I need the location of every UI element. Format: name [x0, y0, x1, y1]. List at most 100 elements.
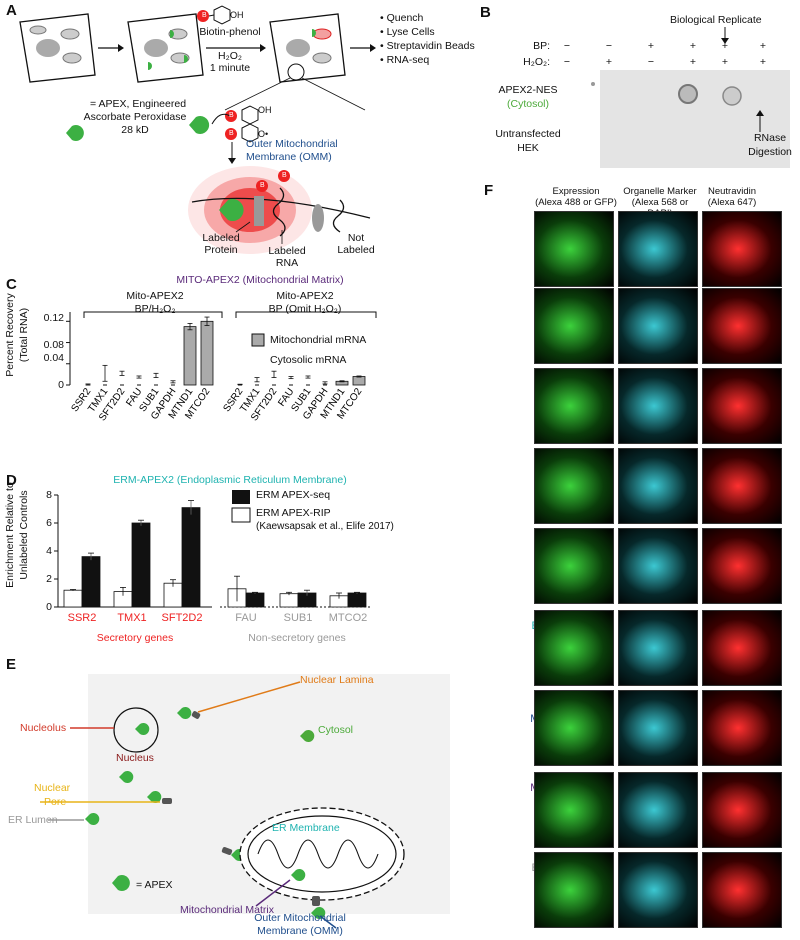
legend-mito-swatch: [251, 333, 265, 347]
e-cytosol-label: Cytosol: [318, 724, 354, 736]
bp-row-label: BP:: [533, 40, 550, 52]
bp-val-1: −: [563, 40, 571, 52]
c-tick-0: 0: [58, 379, 64, 391]
bp-val-3: +: [647, 40, 655, 52]
omm-label-1: Outer Mitochondrial: [246, 138, 338, 150]
panel-f-label: F: [484, 182, 494, 199]
micrograph-5-1: [618, 610, 698, 686]
c-tick-1: 0.04: [43, 352, 64, 364]
h2o2-val-2: +: [605, 56, 613, 68]
panel-d-label: D: [6, 472, 17, 489]
omm-label-2: Membrane (OMM): [246, 151, 332, 163]
e-nucleolus-label: Nucleolus: [20, 722, 67, 734]
micrograph-6-0: [534, 690, 614, 766]
panel-a-schematic: [19, 5, 376, 254]
d-bar-0-0: [63, 589, 83, 608]
micrograph-2-0: [534, 368, 614, 444]
panel-e-diagram: [40, 674, 450, 929]
micrograph-3-2: [702, 448, 782, 524]
dot-blot: [591, 27, 790, 168]
hek-label: HEK: [517, 142, 539, 154]
panel-b-label: B: [480, 4, 491, 21]
group1-label-a: Mito-APEX2: [126, 290, 184, 302]
secretory-genes-label: Secretory genes: [96, 632, 174, 644]
apex2-nes-label: APEX2-NES: [498, 84, 558, 96]
c-bar-0-7: [200, 320, 214, 386]
legend-seq-swatch: [232, 490, 250, 504]
apex-legend-2: Ascorbate Peroxidase: [83, 111, 187, 123]
e-apex-legend: = APEX: [136, 879, 173, 891]
micrograph-1-1: [618, 288, 698, 364]
h2o2-val-4: +: [689, 56, 697, 68]
micrograph-0-1: [618, 211, 698, 287]
not-labeled-label: Not Labeled: [337, 232, 375, 256]
micrograph-4-0: [534, 528, 614, 604]
d-bar-1-0: [81, 556, 101, 608]
cytosol-label-b: (Cytosol): [506, 98, 549, 110]
e-nuclear-lamina-label: Nuclear Lamina: [300, 674, 374, 686]
legend-apex-seq: ERM APEX-seq: [256, 489, 331, 501]
e-nuclear-pore-2: Pore: [44, 796, 67, 808]
micrograph-2-2: [702, 368, 782, 444]
micrograph-6-1: [618, 690, 698, 766]
h2o2-label-a: H₂O₂: [218, 50, 242, 62]
e-mito-matrix-label: Mitochondrial Matrix: [180, 904, 274, 916]
col-header-neutravidin: Neutravidin(Alexa 647): [707, 186, 757, 208]
d-bar-1-1: [131, 522, 151, 608]
h2o2-val-3: −: [647, 56, 655, 68]
d-tick-0: 0: [46, 601, 52, 613]
legend-cyto-mrna: Cytosolic mRNA: [270, 354, 347, 366]
e-er-membrane-label: ER Membrane: [272, 822, 340, 834]
micrograph-0-0: [534, 211, 614, 287]
micrograph-1-0: [534, 288, 614, 364]
c-tick-2: 0.08: [43, 339, 64, 351]
e-omm-label-2: Membrane (OMM): [257, 925, 343, 937]
d-bar-1-2: [181, 507, 201, 608]
nonsecretory-genes-label: Non-secretory genes: [248, 632, 346, 644]
panel-c-label: C: [6, 276, 17, 293]
bp-val-4: +: [689, 40, 697, 52]
d-xtick-2: SFT2D2: [162, 612, 203, 624]
oh-label: OH: [230, 10, 244, 20]
step-3: • Streptavidin Beads: [380, 40, 475, 52]
c-bar-0-6: [183, 326, 197, 386]
micrograph-4-2: [702, 528, 782, 604]
micrograph-0-2: [702, 211, 782, 287]
micrograph-5-0: [534, 610, 614, 686]
rnase-label: RNase: [753, 132, 787, 144]
micrograph-3-0: [534, 448, 614, 524]
apex-legend-3: 28 kD: [121, 124, 149, 136]
micrograph-7-1: [618, 772, 698, 848]
d-xtick-5: MTCO2: [329, 612, 368, 624]
group2-label-a: Mito-APEX2: [276, 290, 334, 302]
b-letter-4: B: [282, 172, 287, 179]
step-2: • Lyse Cells: [380, 26, 435, 38]
h2o2-val-6: +: [759, 56, 767, 68]
b-letter-3: B: [260, 182, 265, 189]
oh-label-2: OH: [258, 105, 272, 115]
panel-a-label: A: [6, 2, 17, 19]
h2o2-val-5: +: [721, 56, 729, 68]
reagent-label: Biotin-phenol: [199, 26, 261, 38]
c-bracket-2: [235, 311, 377, 318]
biological-replicate-label: Biological Replicate: [670, 14, 762, 26]
e-omm-label-1: Outer Mitochondrial: [254, 912, 346, 924]
panel-c-title: MITO-APEX2 (Mitochondrial Matrix): [176, 274, 344, 286]
bp-val-5: +: [721, 40, 729, 52]
labeled-protein-label: Labeled Protein: [202, 232, 240, 256]
digestion-label: Digestion: [748, 146, 792, 158]
micrograph-8-1: [618, 852, 698, 928]
bp-val-2: −: [605, 40, 613, 52]
micrograph-7-2: [702, 772, 782, 848]
d-tick-1: 2: [46, 573, 52, 585]
micrograph-7-0: [534, 772, 614, 848]
micrograph-8-0: [534, 852, 614, 928]
d-xtick-3: FAU: [235, 612, 256, 624]
micrograph-3-1: [618, 448, 698, 524]
time-label: 1 minute: [209, 62, 251, 74]
d-bar-0-4: [279, 593, 299, 608]
legend-apex-rip-ref: (Kaewsapsak et al., Elife 2017): [256, 521, 394, 532]
d-tick-2: 4: [46, 545, 52, 557]
legend-rip-swatch: [231, 507, 251, 523]
